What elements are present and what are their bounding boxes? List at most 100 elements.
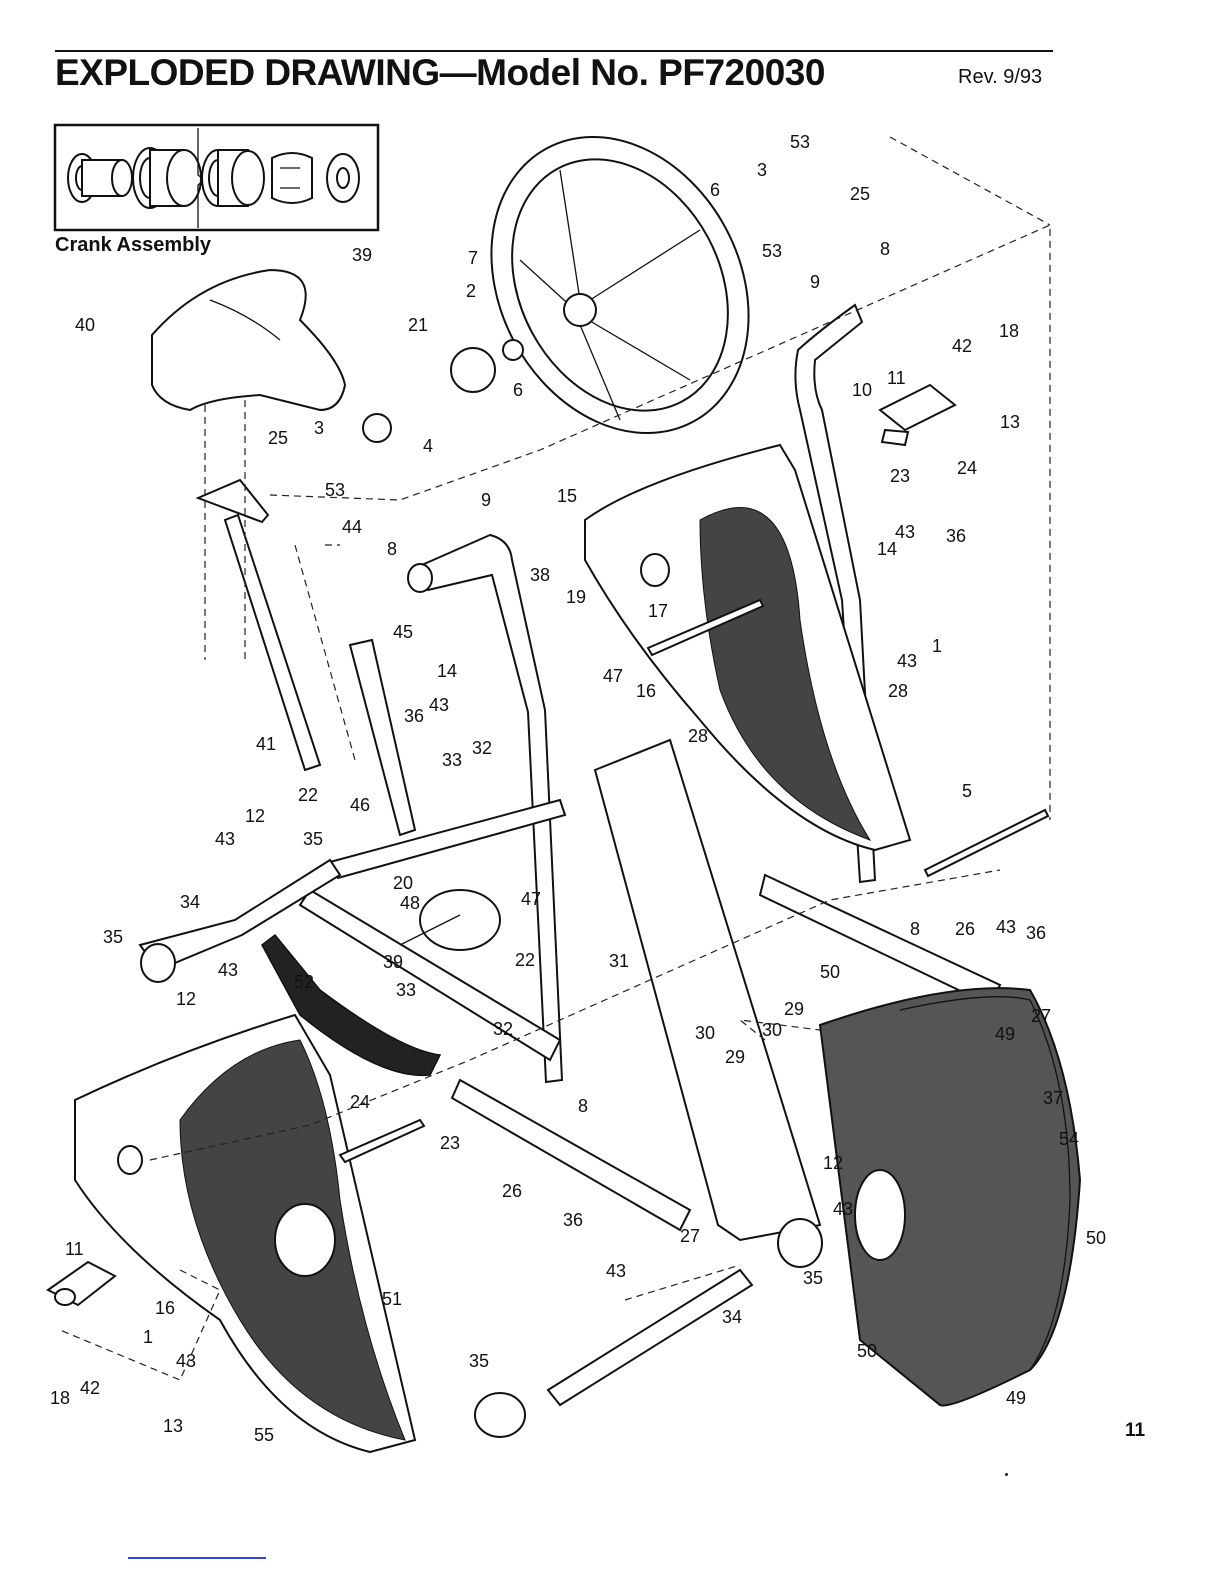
callout-label: 35 [103, 927, 123, 947]
callout-label: 37 [1043, 1088, 1063, 1108]
callout-label: 17 [648, 601, 668, 621]
page-title: EXPLODED DRAWING—Model No. PF720030 [55, 52, 825, 93]
callout-label: 29 [784, 999, 804, 1019]
callout-label: 43 [996, 917, 1016, 937]
callout-label: 42 [80, 1378, 100, 1398]
callout-label: 18 [999, 321, 1019, 341]
callout-label: 44 [342, 517, 362, 537]
pedal-shaft-part [646, 598, 765, 657]
callout-label: 8 [578, 1096, 588, 1116]
stray-dot [1005, 1473, 1008, 1476]
callout-label: 22 [515, 950, 535, 970]
callout-label: 27 [680, 1226, 700, 1246]
callout-label: 13 [163, 1416, 183, 1436]
callout-label: 26 [502, 1181, 522, 1201]
callout-label: 29 [725, 1047, 745, 1067]
callout-label: 54 [1059, 1129, 1079, 1149]
callout-label: 23 [890, 466, 910, 486]
callout-label: 28 [888, 681, 908, 701]
callout-label: 21 [408, 315, 428, 335]
callout-label: 14 [877, 539, 897, 559]
callout-label: 41 [256, 734, 276, 754]
fan-shroud-part [818, 987, 1082, 1407]
callout-label: 31 [609, 951, 629, 971]
callout-labels: 53 3 6 25 53 8 7 2 6 9 21 40 18 42 11 13… [50, 132, 1106, 1445]
pedal-left-part [46, 1260, 117, 1307]
callout-label: 55 [254, 1425, 274, 1445]
callout-label: 33 [396, 980, 416, 1000]
callout-label: 49 [995, 1024, 1015, 1044]
callout-label: 48 [400, 893, 420, 913]
callout-label: 6 [710, 180, 720, 200]
callout-label: 11 [65, 1239, 84, 1259]
callout-label: 30 [695, 1023, 715, 1043]
callout-label: 11 [887, 368, 906, 388]
callout-label: 47 [603, 666, 623, 686]
callout-label: 36 [946, 526, 966, 546]
callout-label: 25 [850, 184, 870, 204]
callout-label: 36 [563, 1210, 583, 1230]
callout-label: 6 [513, 380, 523, 400]
handlebar-left-part [407, 533, 564, 1084]
callout-label: 38 [530, 565, 550, 585]
callout-label: 39 [383, 952, 403, 972]
crank-assembly-inset [53, 123, 380, 232]
callout-label: 43 [897, 651, 917, 671]
callout-label: 52 [294, 972, 314, 992]
callout-label: 43 [429, 695, 449, 715]
callout-label: 8 [910, 919, 920, 939]
callout-label: 28 [688, 726, 708, 746]
crank-spring-clip [271, 152, 313, 204]
rear-stabilizer-part [474, 1218, 823, 1438]
callout-label: 30 [762, 1020, 782, 1040]
page-number: 11 [1125, 1420, 1146, 1441]
callout-label: 26 [955, 919, 975, 939]
callout-label: 1 [143, 1327, 153, 1347]
callout-label: 12 [245, 806, 265, 826]
callout-label: 1 [932, 636, 942, 656]
callout-label: 53 [790, 132, 810, 152]
callout-label: 34 [180, 892, 200, 912]
callout-label: 16 [636, 681, 656, 701]
bottom-link-line [128, 1557, 266, 1559]
seat-part [151, 268, 347, 412]
callout-label: 35 [469, 1351, 489, 1371]
callout-label: 19 [566, 587, 586, 607]
callout-label: 53 [325, 480, 345, 500]
callout-label: 4 [423, 436, 433, 456]
sprocket-part [362, 339, 524, 443]
callout-label: 35 [803, 1268, 823, 1288]
callout-label: 14 [437, 661, 457, 681]
crank-washer [326, 153, 360, 203]
pedal-arm-left-part [450, 1078, 692, 1232]
chain-part [261, 933, 442, 1077]
callout-label: 53 [762, 241, 782, 261]
callout-label: 43 [895, 522, 915, 542]
main-frame-part [138, 638, 822, 1242]
callout-label: 49 [1006, 1388, 1026, 1408]
pedal-right-part [878, 383, 957, 447]
callout-label: 42 [952, 336, 972, 356]
callout-label: 25 [268, 428, 288, 448]
callout-label: 32 [493, 1019, 513, 1039]
callout-label: 18 [50, 1388, 70, 1408]
callout-label: 16 [155, 1298, 175, 1318]
pedal-arm-right-part [758, 873, 1002, 1007]
right-shroud-part [584, 443, 912, 852]
callout-label: 34 [722, 1307, 742, 1327]
crank-bushing-1 [67, 153, 133, 203]
callout-label: 51 [382, 1289, 402, 1309]
axle-rod-part [923, 808, 1050, 878]
callout-label: 36 [404, 706, 424, 726]
crank-bearing-cup-2 [201, 149, 265, 207]
callout-label: 8 [880, 239, 890, 259]
callout-label: 2 [466, 281, 476, 301]
callout-label: 50 [1086, 1228, 1106, 1248]
callout-label: 43 [606, 1261, 626, 1281]
left-axle-part [338, 1118, 426, 1164]
callout-label: 9 [810, 272, 820, 292]
header-rule [55, 50, 1053, 52]
callout-label: 20 [393, 873, 413, 893]
callout-label: 13 [1000, 412, 1020, 432]
